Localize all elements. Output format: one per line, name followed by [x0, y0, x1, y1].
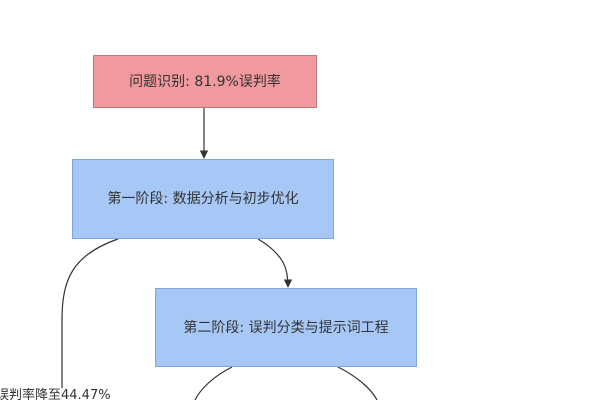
node-stage1-data-analysis[interactable]: 第一阶段: 数据分析与初步优化	[72, 159, 334, 239]
edge-stage2-left-branch	[194, 366, 233, 400]
node-stage2-prompt-engineering[interactable]: 第二阶段: 误判分类与提示词工程	[155, 288, 417, 367]
node-problem-identification-label: 问题识别: 81.9%误判率	[129, 73, 281, 90]
node-stage1-label: 第一阶段: 数据分析与初步优化	[107, 191, 299, 207]
edge-label-stage1-left-branch: 误判率降至44.47%	[0, 388, 113, 400]
edge-stage1-to-stage2	[257, 238, 293, 288]
edge-stage2-right-branch	[337, 366, 378, 400]
node-problem-identification[interactable]: 问题识别: 81.9%误判率	[93, 55, 317, 108]
node-stage2-label: 第二阶段: 误判分类与提示词工程	[183, 319, 389, 336]
edge-stage1-left-branch	[61, 238, 119, 400]
